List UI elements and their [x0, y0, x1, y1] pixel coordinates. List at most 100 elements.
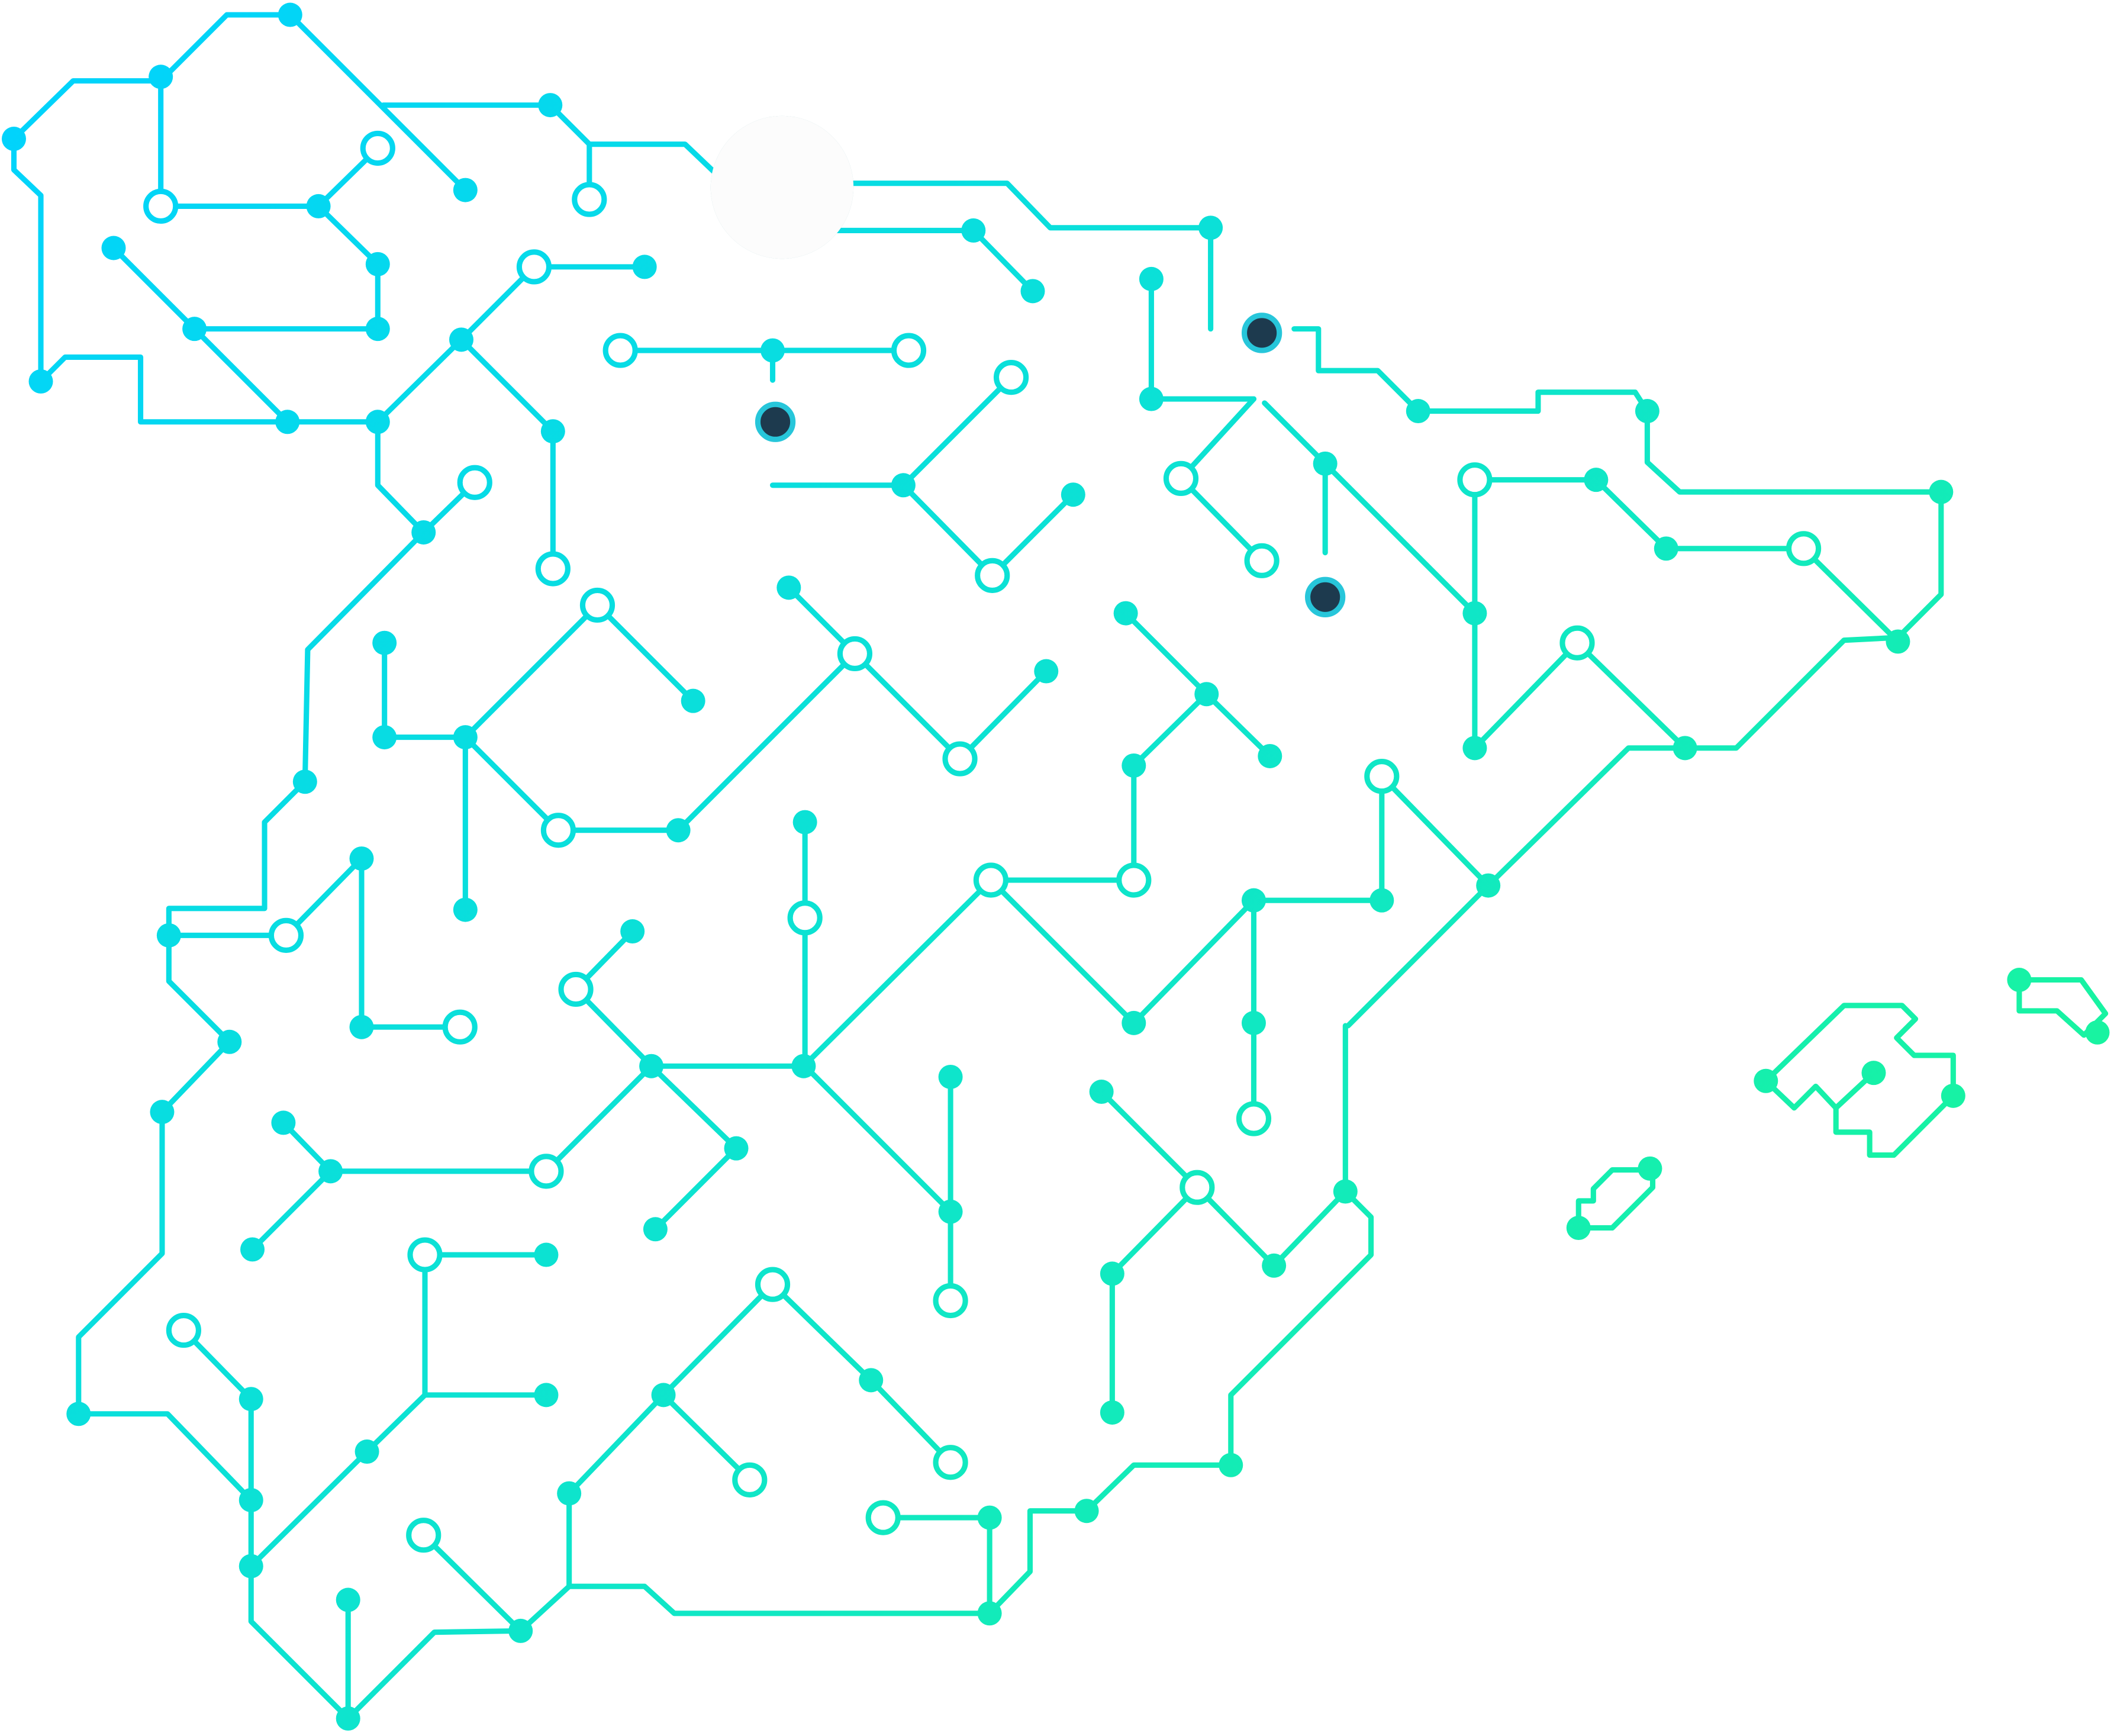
trace-a [158, 78, 381, 209]
network-node-solid [1929, 479, 1954, 504]
network-node-solid [372, 630, 397, 655]
network-node-solid [449, 327, 473, 352]
network-node-solid [292, 769, 317, 794]
trace-j [833, 227, 1036, 294]
network-node-solid [349, 846, 374, 871]
network-node-solid [666, 818, 691, 843]
border-trace-south-east [76, 479, 1374, 1721]
network-node-solid [938, 1199, 963, 1224]
network-node-solid [355, 1439, 379, 1464]
network-node-solid [278, 2, 302, 27]
network-node-solid [534, 1242, 559, 1267]
trace-v [462, 585, 858, 833]
network-node-solid [28, 369, 53, 394]
network-node-solid [349, 1014, 374, 1039]
network-node-solid [1584, 468, 1609, 492]
network-node-solid [1241, 888, 1266, 913]
network-node-solid [1462, 601, 1487, 626]
trace-at [880, 1515, 992, 1616]
trace-c [192, 326, 291, 425]
network-node-solid [1074, 1499, 1099, 1524]
network-node-solid [1313, 451, 1338, 476]
border-trace-north-east [846, 181, 1214, 332]
network-node-ring [535, 551, 571, 587]
central-hub-node [710, 115, 854, 259]
network-node-ring [1116, 862, 1152, 898]
network-node-solid [2007, 968, 2032, 992]
trace-ag [249, 1168, 334, 1252]
network-node-ring [933, 1283, 968, 1319]
island-majorca [1763, 1003, 1956, 1158]
network-node-ring [540, 813, 576, 848]
network-node-solid [538, 93, 563, 118]
network-node-ring [837, 636, 873, 672]
network-node-solid [1754, 1068, 1778, 1093]
trace-aa [1251, 774, 1385, 1122]
network-node-solid [540, 419, 565, 444]
network-node-ring [891, 333, 927, 368]
border-trace-pyrenees [1291, 326, 1944, 1029]
network-node-solid [1020, 279, 1045, 304]
border-trace-west [11, 136, 381, 425]
network-node-solid [411, 520, 436, 545]
network-node-solid [1258, 744, 1282, 768]
network-node-solid [1113, 601, 1138, 626]
trace-ar [566, 1281, 953, 1496]
network-node-solid [724, 1136, 749, 1161]
network-node-solid [453, 725, 478, 750]
network-node-solid [1861, 1061, 1886, 1086]
network-node-ring [602, 333, 638, 368]
network-node-ring [528, 1154, 564, 1189]
network-node-solid [977, 1505, 1002, 1530]
network-node-solid [938, 1064, 963, 1089]
network-node-solid [1462, 736, 1487, 761]
network-node-solid [306, 194, 331, 218]
network-node-ring [787, 900, 823, 936]
network-node-solid [275, 410, 300, 434]
network-node-solid [1198, 215, 1223, 240]
network-node-solid [1122, 1010, 1146, 1035]
network-node-solid [239, 1488, 263, 1512]
trace-ab [649, 877, 1257, 1069]
network-node-solid [318, 1159, 343, 1184]
network-node-dark [755, 401, 796, 442]
network-node-solid [217, 1029, 242, 1054]
network-node-ring [973, 862, 1009, 898]
network-node-ring [166, 1312, 201, 1348]
network-node-ring [360, 130, 395, 166]
network-node-solid [1333, 1179, 1358, 1204]
network-node-ring [933, 1445, 968, 1480]
network-node-ring [1364, 759, 1400, 794]
network-node-solid [1262, 1253, 1287, 1278]
network-node-solid [149, 65, 173, 89]
network-node-solid [239, 1554, 263, 1579]
network-node-solid [240, 1237, 265, 1262]
trace-m [1148, 276, 1257, 402]
network-node-solid [1566, 1216, 1591, 1240]
network-node-solid [651, 1383, 676, 1408]
network-node-solid [1089, 1080, 1114, 1104]
island-ibiza [1575, 1167, 1656, 1231]
trace-e [458, 337, 556, 572]
network-node-solid [1100, 1400, 1124, 1425]
network-node-solid [639, 1054, 664, 1078]
network-node-solid [1219, 1452, 1243, 1477]
network-node-solid [1638, 1156, 1662, 1181]
network-node-solid [182, 317, 207, 342]
network-node-ring [1786, 531, 1822, 566]
network-node-ring [865, 1500, 901, 1535]
network-node-solid [1406, 399, 1430, 424]
network-node-solid [792, 810, 817, 835]
network-node-dark [1305, 576, 1346, 617]
network-node-solid [1635, 399, 1659, 424]
network-node-solid [271, 1110, 296, 1135]
network-node-solid [156, 923, 181, 948]
trace-al [422, 1252, 549, 1398]
network-node-solid [453, 178, 478, 202]
network-node-solid [620, 919, 645, 944]
trace-p [1262, 400, 1478, 751]
trace-an [181, 1328, 254, 1503]
network-node-solid [453, 897, 478, 922]
network-node-solid [557, 1481, 582, 1506]
